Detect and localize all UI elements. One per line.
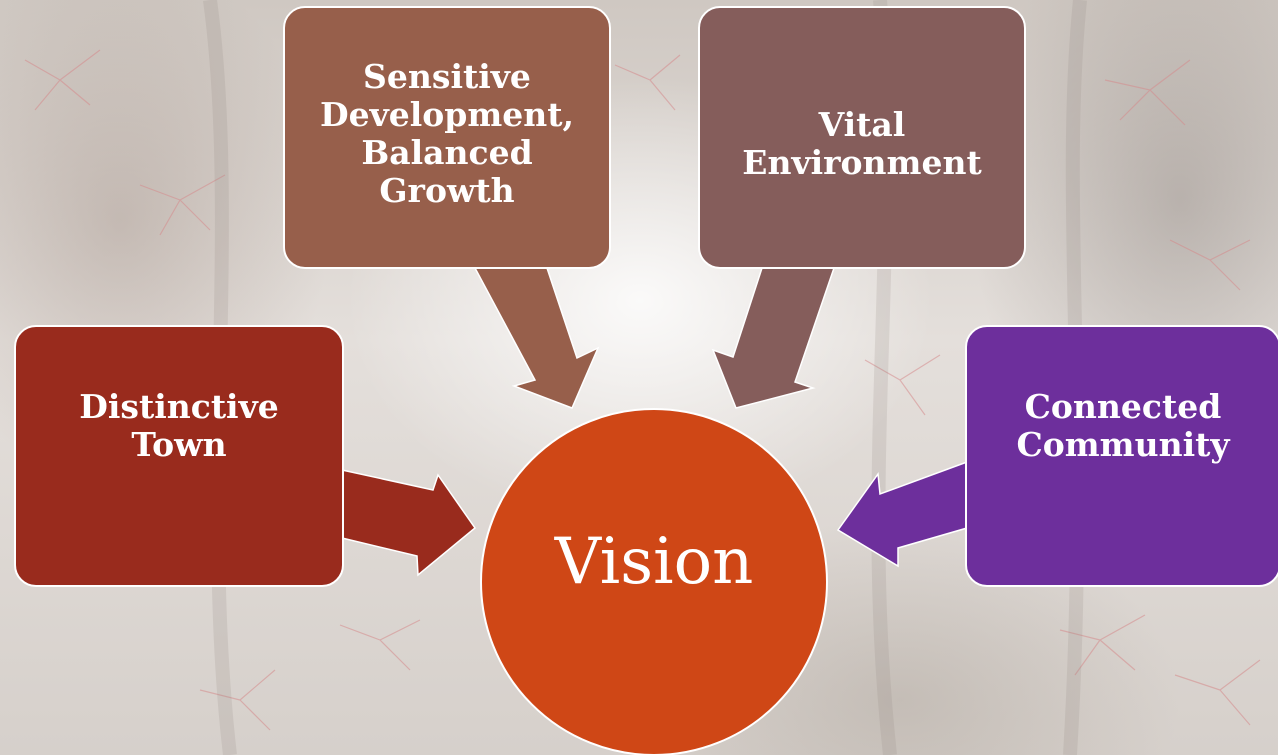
arrow-sensitive-development-to-vision bbox=[473, 267, 600, 409]
vision-label: Vision bbox=[554, 525, 754, 599]
input-label-sensitive-development: Sensitive Development, Balanced Growth bbox=[319, 57, 575, 210]
arrow-connected-community-to-vision bbox=[836, 460, 968, 568]
vision-circle: Vision bbox=[480, 408, 828, 756]
input-box-vital-environment: Vital Environment bbox=[698, 6, 1026, 269]
input-label-connected-community: Connected Community bbox=[1016, 387, 1230, 464]
input-label-distinctive-town: Distinctive Town bbox=[79, 387, 279, 464]
input-box-sensitive-development: Sensitive Development, Balanced Growth bbox=[283, 6, 611, 269]
arrow-vital-environment-to-vision bbox=[711, 267, 836, 409]
input-label-vital-environment: Vital Environment bbox=[742, 105, 982, 182]
arrow-distinctive-town-to-vision bbox=[341, 469, 477, 577]
input-box-connected-community: Connected Community bbox=[965, 325, 1278, 587]
input-box-distinctive-town: Distinctive Town bbox=[14, 325, 344, 587]
